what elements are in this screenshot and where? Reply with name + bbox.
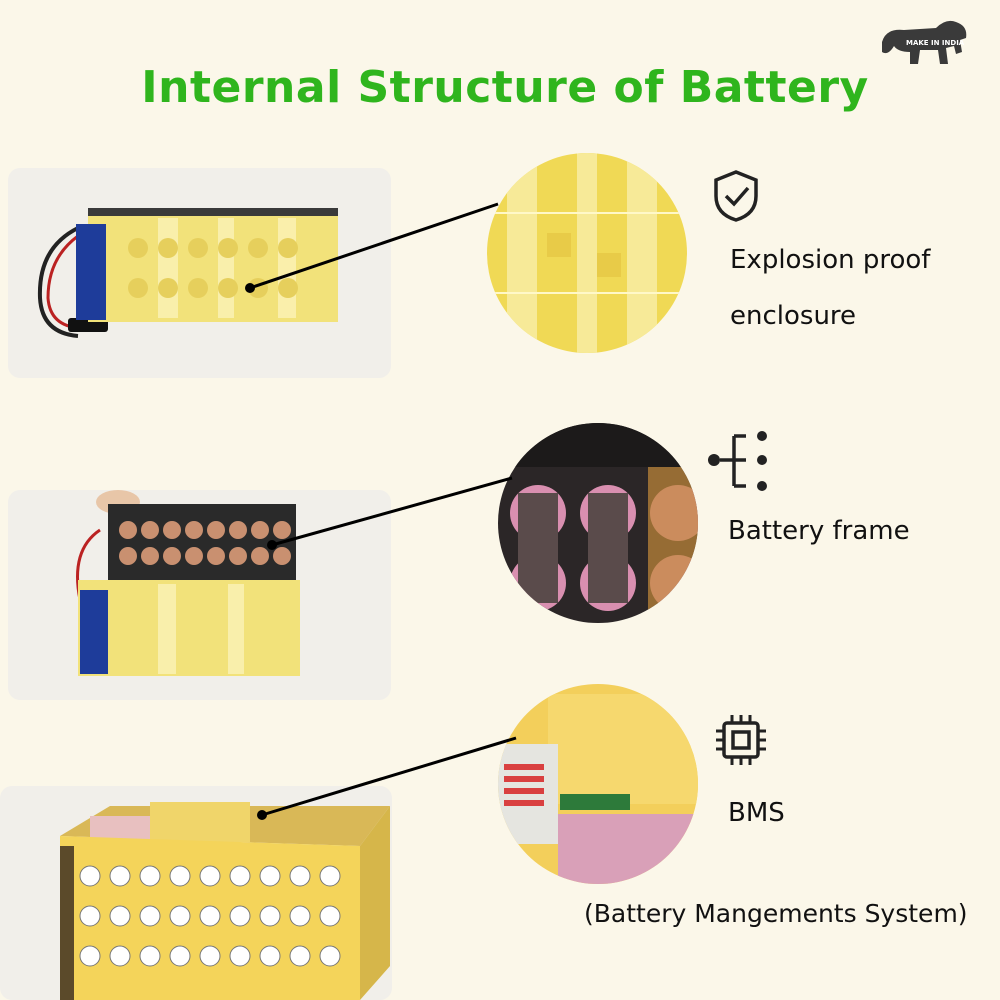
make-in-india-logo: MAKE IN INDIA xyxy=(882,20,967,64)
battery-frame-photo xyxy=(8,490,391,700)
explosion-proof-line1: Explosion proof xyxy=(730,245,931,275)
frame-zoom-circle xyxy=(498,423,698,623)
chip-icon xyxy=(716,715,766,765)
wrapped-battery-photo xyxy=(8,168,391,378)
bms-zoom-circle xyxy=(498,684,698,884)
branch-nodes-icon xyxy=(708,431,767,491)
shield-check-icon xyxy=(714,170,758,222)
battery-frame-label: Battery frame xyxy=(728,516,910,546)
bms-label: BMS xyxy=(728,798,785,828)
bms-pack-photo xyxy=(0,786,392,1000)
explosion-proof-label: Explosion proof enclosure xyxy=(730,232,990,344)
page-title: Internal Structure of Battery xyxy=(141,62,869,113)
explosion-proof-line2: enclosure xyxy=(730,301,857,331)
enclosure-zoom-circle xyxy=(487,153,687,353)
bms-full-name-label: (Battery Mangements System) xyxy=(584,899,968,928)
svg-text:MAKE IN INDIA: MAKE IN INDIA xyxy=(906,39,965,47)
